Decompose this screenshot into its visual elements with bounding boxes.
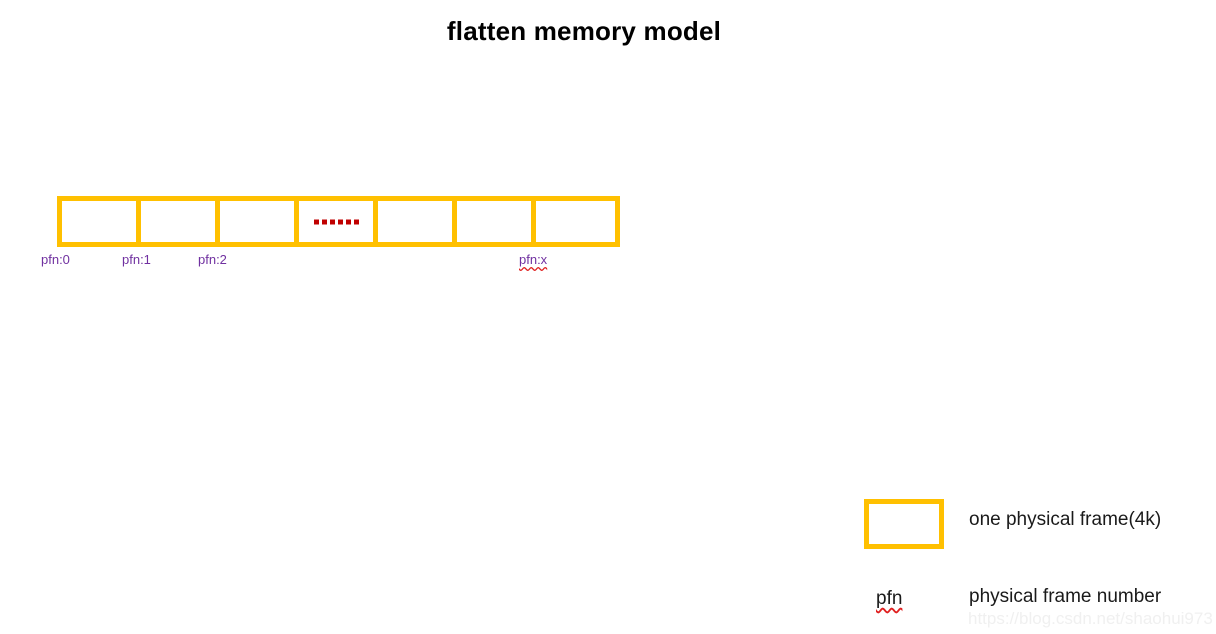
ellipsis-dot (321, 219, 327, 224)
physical-frame-cell (141, 201, 220, 242)
physical-frame-cell (457, 201, 536, 242)
page-title: flatten memory model (446, 16, 722, 46)
ellipsis-dot (337, 219, 343, 224)
legend-pfn-key: pfn (876, 588, 903, 609)
physical-frame-cell (536, 201, 615, 242)
ellipsis-dots (299, 219, 373, 224)
legend-frame-label: one physical frame(4k) (969, 509, 1162, 530)
pfn-label-x: pfn:x (519, 252, 548, 267)
pfn-label-1: pfn:1 (122, 252, 151, 267)
ellipsis-dot (313, 219, 319, 224)
physical-frame-cell (62, 201, 141, 242)
watermark: https://blog.csdn.net/shaohui973 (968, 609, 1213, 628)
legend-frame-swatch (864, 499, 944, 549)
legend-pfn-label: physical frame number (969, 586, 1162, 607)
pfn-label-2: pfn:2 (198, 252, 227, 267)
memory-frame-strip (57, 196, 620, 247)
physical-frame-cell-ellipsis (299, 201, 378, 242)
ellipsis-dot (329, 219, 335, 224)
physical-frame-cell (378, 201, 457, 242)
pfn-label-0: pfn:0 (41, 252, 70, 267)
ellipsis-dot (353, 219, 359, 224)
ellipsis-dot (345, 219, 351, 224)
physical-frame-cell (220, 201, 299, 242)
